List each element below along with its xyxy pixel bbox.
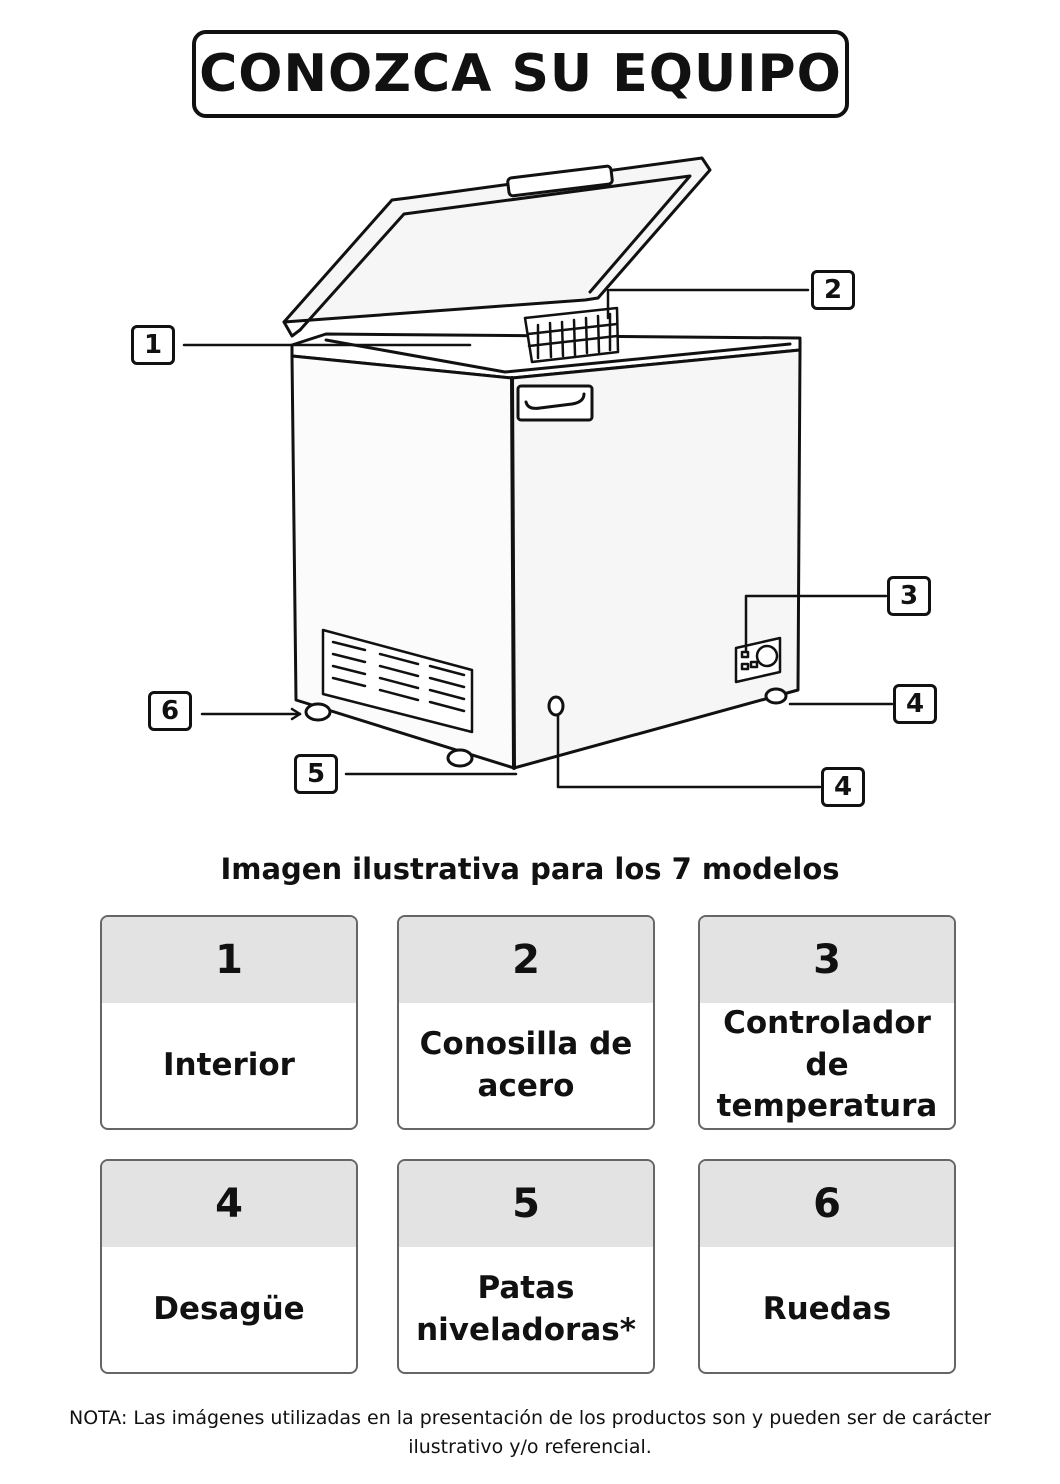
leader-lines — [182, 288, 894, 789]
part-card-5: 5 Patas niveladoras* — [397, 1159, 655, 1374]
part-card-3: 3 Controlador de temperatura — [698, 915, 956, 1130]
part-card-2: 2 Conosilla de acero — [397, 915, 655, 1130]
part-name: Desagüe — [153, 1290, 305, 1327]
part-number: 5 — [399, 1161, 653, 1247]
page-title: CONOZCA SU EQUIPO — [199, 44, 842, 104]
part-name: Interior — [163, 1046, 295, 1083]
front-handle — [516, 384, 594, 422]
callout-3: 3 — [887, 576, 931, 616]
disclaimer-note: NOTA: Las imágenes utilizadas en la pres… — [69, 1407, 991, 1459]
vent-grille — [321, 628, 474, 734]
part-number: 4 — [102, 1161, 356, 1247]
drain — [547, 695, 565, 717]
basket — [523, 288, 620, 364]
part-number: 2 — [399, 917, 653, 1003]
diagram-subtitle: Imagen ilustrativa para los 7 modelos — [220, 852, 840, 886]
callout-4-right: 4 — [893, 684, 937, 724]
part-card-1: 1 Interior — [100, 915, 358, 1130]
callout-4-front: 4 — [821, 767, 865, 807]
title-box: CONOZCA SU EQUIPO — [192, 30, 849, 118]
wheels — [304, 687, 788, 768]
part-number: 1 — [102, 917, 356, 1003]
part-number: 6 — [700, 1161, 954, 1247]
lid — [282, 156, 712, 338]
callout-6: 6 — [148, 691, 192, 731]
callout-5: 5 — [294, 754, 338, 794]
part-name: Conosilla de acero — [419, 1025, 633, 1104]
chest-freezer-illustration — [182, 156, 894, 789]
callout-2: 2 — [811, 270, 855, 310]
part-number: 3 — [700, 917, 954, 1003]
part-name: Controlador de temperatura — [716, 1004, 938, 1125]
part-card-6: 6 Ruedas — [698, 1159, 956, 1374]
part-name: Patas niveladoras* — [416, 1269, 636, 1348]
callout-1: 1 — [131, 325, 175, 365]
part-name: Ruedas — [762, 1290, 892, 1327]
part-card-4: 4 Desagüe — [100, 1159, 358, 1374]
